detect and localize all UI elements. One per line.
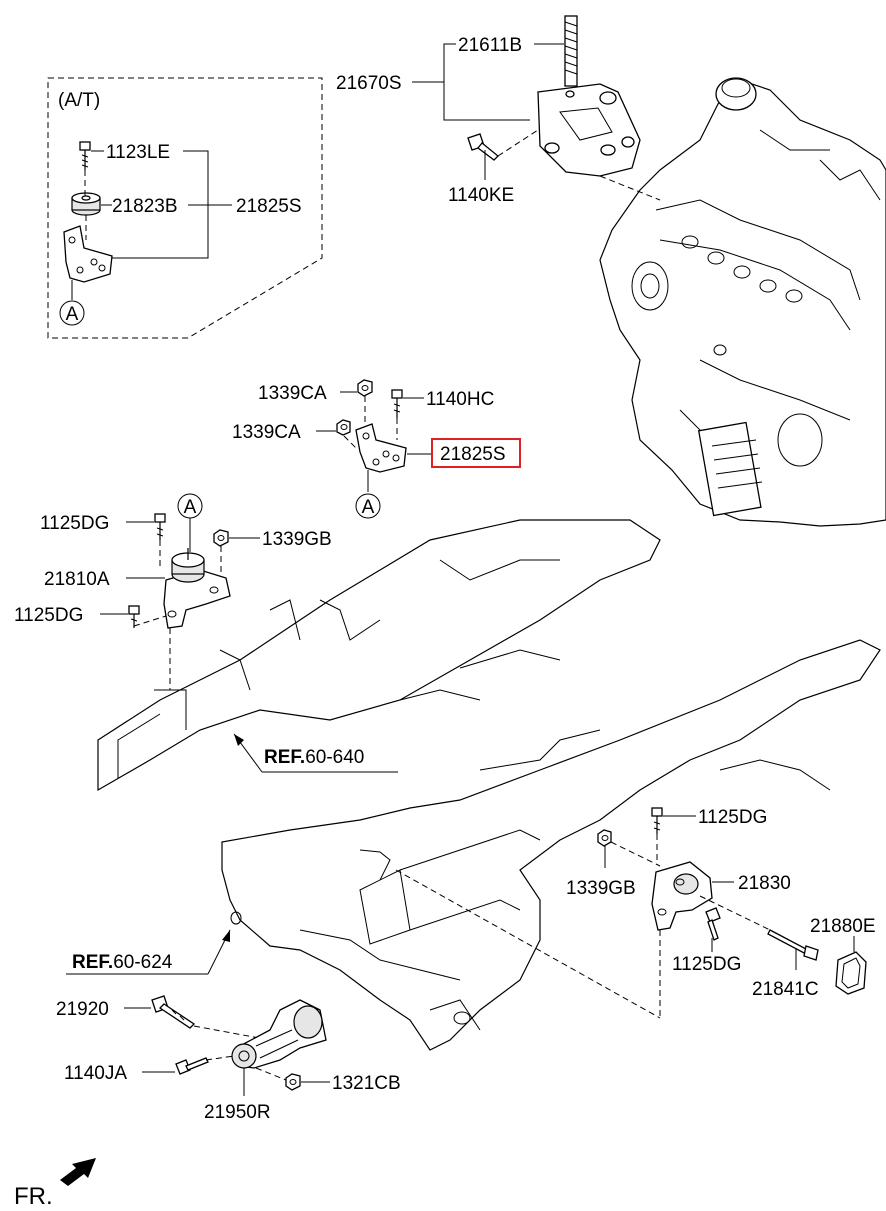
- inset-bracket-icon: [63, 225, 113, 283]
- label-21810A: 21810A: [44, 569, 110, 590]
- ref-60-640-number: 60-640: [305, 747, 364, 768]
- label-21830: 21830: [738, 873, 791, 894]
- bolt-1140KE-icon: [467, 133, 499, 161]
- bolt-1125DG-upper-icon: [154, 513, 166, 540]
- label-1339CA-upper: 1339CA: [258, 383, 327, 404]
- label-1140KE: 1140KE: [448, 185, 514, 206]
- nut-1339CA-lower-icon: [336, 419, 351, 436]
- label-21670S: 21670S: [336, 73, 402, 94]
- label-21611B: 21611B: [458, 35, 522, 56]
- inset-bolt-icon: [79, 141, 91, 170]
- label-1125DG-lower: 1125DG: [14, 605, 83, 626]
- inset-circle-a-label: A: [66, 304, 79, 325]
- label-21950R: 21950R: [204, 1102, 271, 1123]
- ref-60-640: REF.60-640: [233, 733, 398, 773]
- bolt-1140HC-icon: [391, 389, 403, 418]
- nut-1339GB-right-icon: [597, 829, 612, 847]
- ref-60-624: REF.60-624: [66, 929, 231, 975]
- mount-21810A-group: A 1125DG 1339GB 21810A: [14, 493, 332, 690]
- nut-1339CA-upper-icon: [357, 379, 373, 397]
- nut-1321CB-icon: [285, 1073, 301, 1091]
- label-1140JA: 1140JA: [64, 1063, 127, 1084]
- bolt-21920-icon: [151, 995, 196, 1029]
- ref-60-640-prefix: REF.: [264, 747, 305, 768]
- stud-icon: [564, 15, 578, 87]
- label-1125DG-right-lower: 1125DG: [672, 954, 741, 975]
- bracket-21825S-icon: [355, 423, 407, 473]
- label-1339CA-lower: 1339CA: [232, 422, 301, 443]
- mount-21810A-icon: [163, 548, 231, 629]
- label-21920: 21920: [56, 999, 109, 1020]
- at-inset: (A/T) 1123LE 21823B: [47, 77, 323, 339]
- bolt-1125DG-right-lower-icon: [705, 907, 721, 941]
- engine-bracket-icon: [537, 83, 641, 177]
- label-1339GB-right: 1339GB: [566, 878, 636, 899]
- label-21823B: 21823B: [112, 196, 178, 217]
- side-member-icon: [97, 519, 661, 792]
- label-1140HC: 1140HC: [426, 389, 494, 410]
- circle-a-bracket-label: A: [362, 497, 375, 518]
- label-21825S-inset: 21825S: [236, 196, 302, 217]
- engine-block-icon: [599, 77, 886, 527]
- inset-bushing-icon: [71, 192, 101, 216]
- label-1125DG-right-upper: 1125DG: [698, 807, 767, 828]
- roll-rod-group: 21920 1140JA 1321CB 21950R: [56, 995, 401, 1123]
- label-21880E: 21880E: [810, 916, 876, 937]
- bolt-1140JA-icon: [175, 1057, 209, 1075]
- bolt-21841C-icon: [767, 929, 819, 961]
- mount-21830-icon: [651, 861, 713, 931]
- front-label: FR.: [14, 1183, 53, 1210]
- front-indicator: FR.: [14, 1158, 96, 1210]
- circle-a-bracket: [355, 493, 381, 519]
- washer-21880E-icon: [835, 951, 867, 995]
- arrow-icon: [60, 1158, 96, 1186]
- label-1123LE: 1123LE: [106, 142, 170, 163]
- ref-60-624-prefix: REF.: [72, 952, 113, 973]
- roll-rod-21950R-icon: [231, 999, 327, 1069]
- circle-a-mount-label: A: [184, 497, 197, 518]
- svg-text:REF.60-640: REF.60-640: [264, 747, 364, 768]
- inset-title: (A/T): [58, 90, 100, 111]
- nut-1339GB-upper-icon: [213, 529, 229, 547]
- label-21841C: 21841C: [752, 979, 819, 1000]
- bolt-1125DG-right-upper-icon: [651, 807, 663, 834]
- engine-bracket-group: 21611B 21670S 1140KE: [336, 15, 641, 206]
- svg-text:REF.60-624: REF.60-624: [72, 952, 173, 973]
- label-1321CB: 1321CB: [332, 1073, 401, 1094]
- ref-60-624-number: 60-624: [113, 952, 173, 973]
- inset-circle-a: [59, 300, 85, 326]
- bracket-21825S-group: 1339CA 1140HC 1339CA 21825S: [232, 379, 521, 519]
- label-1125DG-upper: 1125DG: [40, 513, 109, 534]
- label-21825S: 21825S: [440, 444, 506, 465]
- highlight-box-21825S: [431, 438, 521, 468]
- subframe-icon: [221, 639, 881, 1051]
- mount-21830-group: 1125DG 1339GB 21830 1125DG 21841C: [566, 807, 876, 1018]
- label-1339GB-upper: 1339GB: [262, 529, 332, 550]
